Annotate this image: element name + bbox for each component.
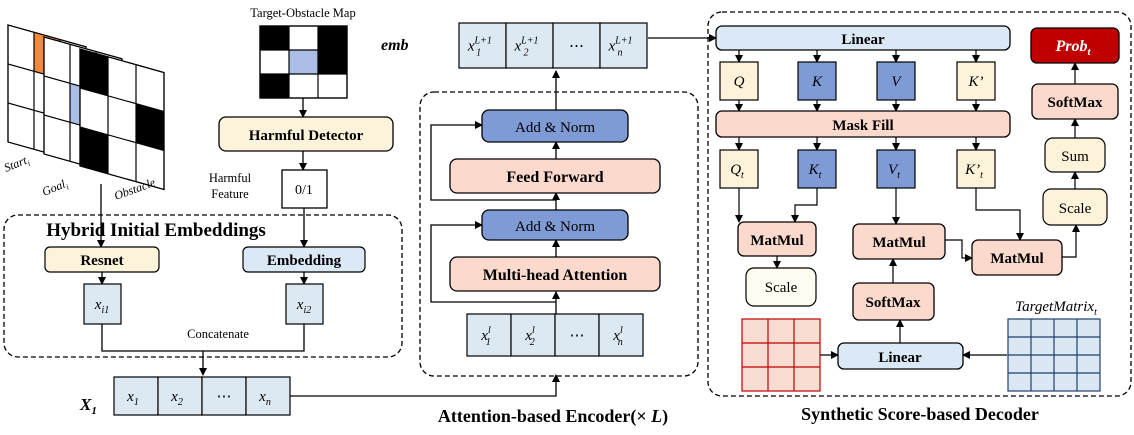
feed-forward-label: Feed Forward	[506, 169, 603, 186]
encoder-title: Attention-based Encoder(× L)	[438, 406, 668, 427]
binary-flag-label: 0/1	[295, 183, 313, 198]
vt-box	[876, 149, 916, 189]
x1-token-row: x1 x2 ⋯ xn	[113, 376, 291, 416]
x1-cell-label-1: x1	[126, 389, 139, 408]
concatenate-label: Concatenate	[187, 327, 249, 341]
xi2-label: xi2	[296, 297, 311, 316]
x1-cell-label-3: ⋯	[217, 389, 232, 405]
X1-label: X1	[79, 395, 97, 417]
target-obstacle-title: Target-Obstacle Map	[250, 6, 355, 20]
scale-1-box	[745, 267, 817, 307]
kt-label: Kt	[808, 162, 822, 181]
score-matrix-grid	[741, 318, 821, 392]
xi1-label: xi1	[94, 297, 109, 316]
encoder-input-cell-label-3: ⋯	[570, 328, 585, 344]
mask-fill-box	[715, 110, 1011, 138]
x1-cell-1	[113, 376, 159, 416]
qt-label: Qt	[730, 162, 744, 181]
scale-2-label: Scale	[1059, 201, 1092, 217]
kpt-box	[956, 149, 996, 189]
decoder-frame	[707, 11, 1132, 397]
binary-flag-box	[281, 169, 328, 209]
softmax-right-label: SoftMax	[1048, 95, 1103, 111]
harmful-detector-box	[218, 116, 394, 152]
x1-cell-2	[157, 376, 203, 416]
emb-cell-label-3: ⋯	[569, 39, 584, 55]
x1-cell-label-2: x2	[170, 389, 183, 408]
q-label: Q	[734, 74, 745, 90]
embedding-label: Embedding	[267, 253, 342, 269]
target-obstacle-grid	[259, 25, 348, 99]
encoder-input-cell-1	[466, 313, 512, 357]
obstacle-map	[79, 48, 165, 191]
matmul-2-box	[852, 223, 946, 260]
kt-box	[797, 149, 837, 189]
feed-forward-box	[449, 158, 661, 194]
decoder-title: Synthetic Score-based Decoder	[801, 404, 1039, 424]
target-matrix-label: TargetMatrixt	[1015, 299, 1097, 318]
prob-box	[1030, 27, 1120, 64]
emb-cell-3	[552, 22, 601, 69]
linear-top-label: Linear	[841, 32, 885, 48]
matmul-1-label: MatMul	[750, 233, 803, 249]
x1-cell-label-4: xn	[258, 389, 271, 408]
matmul-2-label: MatMul	[872, 235, 925, 251]
emb-label: emb	[381, 37, 409, 54]
matmul-3-label: MatMul	[990, 251, 1043, 267]
vt-label: Vt	[888, 162, 900, 181]
k-label: K	[811, 74, 823, 90]
encoder-input-cell-4	[598, 313, 644, 357]
sum-label: Sum	[1061, 149, 1089, 165]
mask-fill-label: Mask Fill	[832, 118, 893, 134]
target-matrix-grid	[1007, 318, 1101, 392]
start-map-label: Starti	[2, 152, 32, 176]
encoder-frame	[419, 91, 699, 377]
xi2-box	[285, 283, 324, 325]
prob-label: Probt	[1054, 38, 1091, 58]
add-norm-bottom-label: Add & Norm	[515, 219, 595, 235]
x1-cell-4	[245, 376, 291, 416]
kp-label: K’	[968, 74, 984, 90]
emb-cell-1	[458, 22, 507, 69]
resnet-label: Resnet	[80, 253, 123, 269]
linear-top-box	[715, 25, 1011, 51]
linear-bottom-label: Linear	[878, 350, 922, 366]
q-box	[719, 61, 759, 101]
xi1-box	[83, 283, 122, 325]
harmful-feature-label-2: Feature	[211, 187, 249, 201]
mha-box	[449, 256, 661, 292]
kpt-label: K’t	[964, 162, 983, 181]
harmful-feature-label-1: Harmful	[209, 171, 252, 185]
emb-cell-4	[599, 22, 648, 69]
v-label: V	[891, 74, 902, 90]
harmful-detector-label: Harmful Detector	[249, 128, 364, 144]
encoder-input-cell-2	[510, 313, 556, 357]
mha-label: Multi-head Attention	[483, 267, 628, 284]
scale-1-label: Scale	[765, 280, 798, 296]
hybrid-embeddings-title: Hybrid Initial Embeddings	[46, 220, 266, 241]
k-box	[797, 61, 837, 101]
goal-map-label: Goali	[40, 176, 70, 201]
add-norm-top-label: Add & Norm	[515, 120, 595, 136]
softmax-mid-label: SoftMax	[866, 295, 921, 311]
